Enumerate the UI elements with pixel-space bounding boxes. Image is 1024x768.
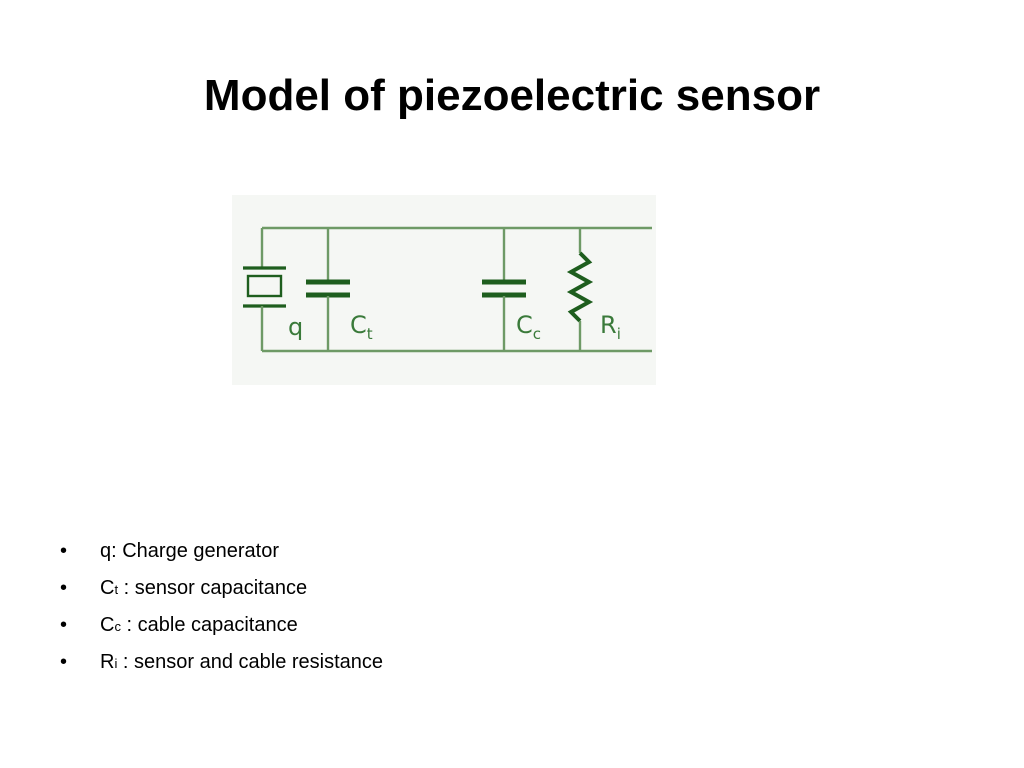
legend-item-q: • q: Charge generator	[60, 537, 383, 574]
legend-symbol: R	[100, 651, 115, 673]
label-ct: Ct	[350, 311, 373, 343]
slide-title: Model of piezoelectric sensor	[203, 71, 821, 120]
legend-text: : cable capacitance	[120, 614, 298, 636]
label-ri-subscript: i	[617, 325, 621, 343]
charge-generator-crystal-icon	[246, 274, 283, 298]
bullet-icon: •	[60, 614, 68, 636]
legend-symbol: C	[100, 614, 115, 636]
circuit-diagram: q Ct Cc Ri	[232, 195, 656, 385]
legend-item-ri: • Ri : sensor and cable resistance	[60, 648, 383, 685]
legend-subscript: c	[114, 619, 121, 634]
legend-text: : sensor capacitance	[118, 577, 308, 599]
legend-subscript: t	[114, 582, 119, 597]
legend-item-ct: • Ct : sensor capacitance	[60, 574, 383, 611]
circuit-background	[232, 195, 656, 385]
legend-item-cc: • Cc : cable capacitance	[60, 611, 383, 648]
label-cc-subscript: c	[533, 325, 541, 343]
bullet-icon: •	[60, 651, 68, 673]
legend-text: : sensor and cable resistance	[117, 651, 384, 673]
legend-list: • q: Charge generator • Ct : sensor capa…	[60, 537, 383, 685]
legend-subscript: i	[114, 656, 118, 671]
label-ri-main: R	[600, 311, 617, 339]
legend-symbol: q	[100, 540, 112, 562]
label-ct-subscript: t	[367, 325, 373, 343]
label-ct-main: C	[350, 311, 367, 339]
label-ri: Ri	[600, 311, 621, 343]
label-q: q	[288, 313, 303, 341]
ri-resistor-zigzag	[566, 251, 594, 323]
label-cc: Cc	[516, 311, 541, 343]
legend-symbol: C	[100, 577, 115, 599]
label-cc-main: C	[516, 311, 533, 339]
bullet-icon: •	[60, 577, 68, 599]
bullet-icon: •	[60, 540, 68, 562]
legend-text: : Charge generator	[111, 540, 280, 562]
